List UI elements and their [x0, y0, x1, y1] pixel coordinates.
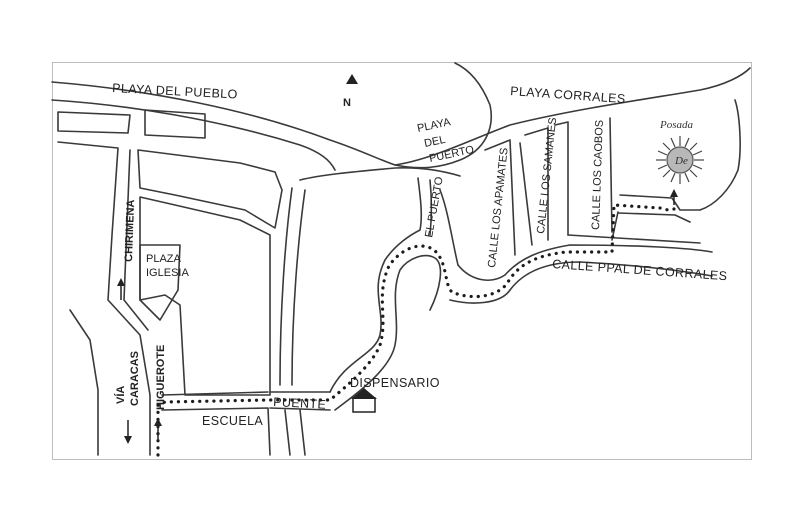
- label-caracas: CARACAS: [129, 351, 141, 406]
- label-chirimena: CHIRIMENA: [123, 199, 137, 262]
- dispensario-building-icon: [351, 388, 377, 413]
- north-arrow: [346, 74, 358, 84]
- label-plaza-2: IGLESIA: [146, 267, 189, 279]
- label-puente: PUENTE: [273, 395, 327, 412]
- arrow-chirimena: [117, 278, 125, 300]
- posada-logo: De: [656, 136, 704, 184]
- coastline: [51, 62, 751, 171]
- east-streets: [484, 99, 741, 256]
- logo-word: Posada: [659, 119, 694, 131]
- label-calle-caobos: CALLE LOS CAOBOS: [590, 120, 606, 230]
- label-el-puerto: EL PUERTO: [423, 175, 446, 238]
- route-path: [156, 203, 682, 457]
- arrow-higuerote: [154, 418, 162, 440]
- label-playa-puerto-1: PLAYA: [416, 116, 452, 135]
- label-calle-ppal: CALLE PPAL DE CORRALES: [552, 257, 728, 283]
- label-playa-corrales: PLAYA CORRALES: [510, 84, 626, 106]
- puerto-roads: [329, 177, 713, 411]
- label-plaza-1: PLAZA: [146, 253, 182, 265]
- label-calle-apamates: CALLE LOS APAMATES: [486, 147, 511, 268]
- central-roads: [269, 167, 461, 456]
- label-calle-samanes: CALLE LOS SAMANES: [535, 117, 559, 234]
- label-playa-pueblo: PLAYA DEL PUEBLO: [112, 81, 238, 102]
- map-card: [52, 62, 752, 460]
- label-dispensario: DISPENSARIO: [350, 376, 440, 390]
- label-via: VÍA: [114, 386, 127, 404]
- sun-icon: [656, 136, 704, 184]
- label-higuerote: HIGUEROTE: [155, 345, 167, 410]
- label-playa-puerto-2: DEL: [423, 134, 446, 150]
- north-label: N: [343, 97, 351, 109]
- arrow-via-caracas: [124, 420, 132, 444]
- arrow-posada: [670, 189, 678, 205]
- city-blocks: [57, 109, 283, 456]
- logo-monogram: De: [674, 155, 688, 167]
- label-escuela: ESCUELA: [202, 414, 263, 428]
